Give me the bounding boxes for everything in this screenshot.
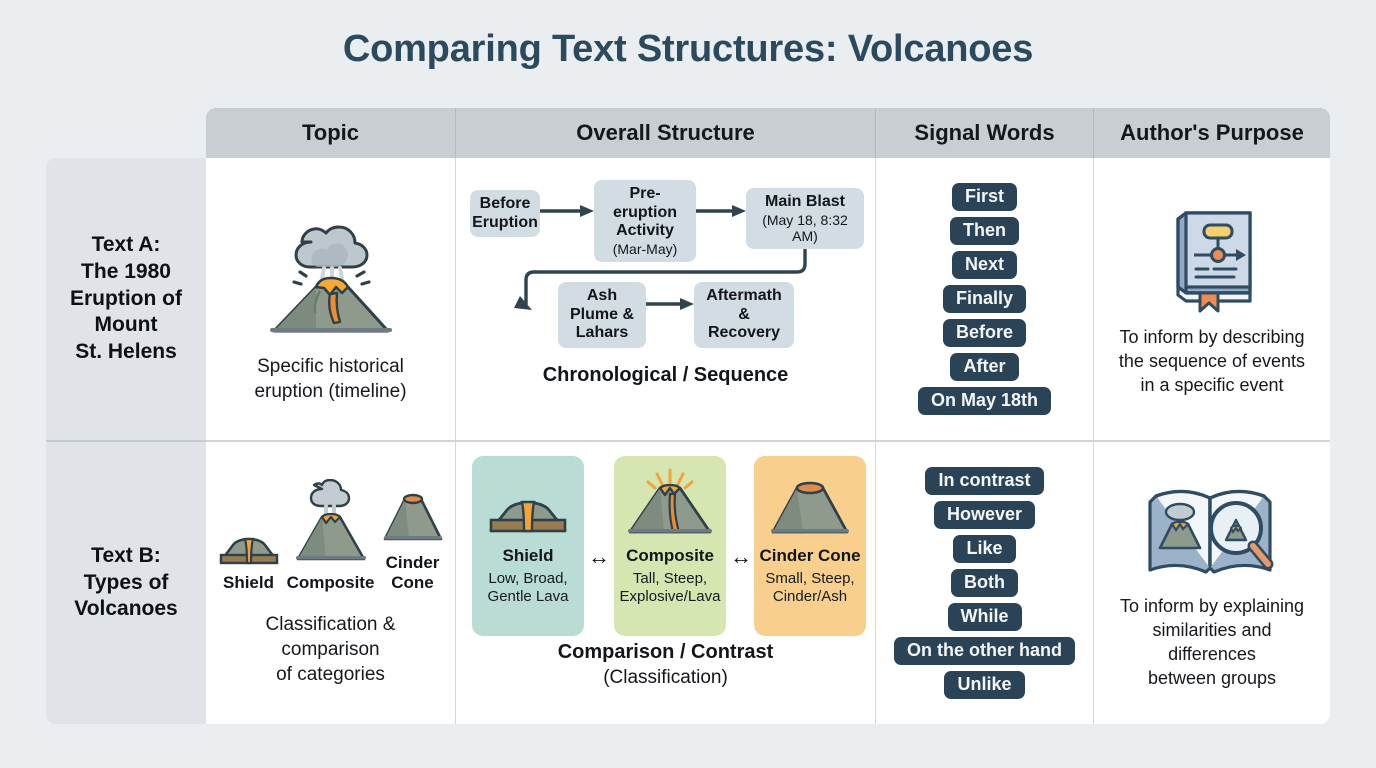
mini-composite-label: Composite: [286, 573, 375, 593]
flow-step-2: Pre-eruption Activity (Mar-May): [594, 180, 696, 262]
compare-box-composite: Composite Tall, Steep, Explosive/Lava: [614, 456, 726, 636]
topic-caption-text-b: Classification & comparison of categorie…: [265, 613, 396, 685]
compare-title-shield: Shield: [502, 546, 554, 565]
page-title: Comparing Text Structures: Volcanoes: [342, 28, 1034, 70]
structure-caption-text-b: Comparison / Contrast (Classification): [462, 640, 869, 690]
column-header-structure: Overall Structure: [456, 108, 876, 158]
flow-step-2-sub: (Mar-May): [612, 240, 678, 257]
erupting-volcano-icon: [256, 194, 406, 344]
cell-signal-words-text-a: First Then Next Finally Before After On …: [876, 158, 1094, 440]
row-label-divider: [46, 440, 206, 442]
table-cells: Specific historical eruption (timeline): [206, 158, 1330, 724]
signal-word-chip: Next: [951, 251, 1017, 279]
structure-caption-text-a: Chronological / Sequence: [462, 363, 869, 388]
shield-volcano-icon: [219, 537, 278, 565]
flow-step-1-title: Before Eruption: [472, 195, 538, 231]
flow-step-4-title: Ash Plume & Lahars: [569, 287, 634, 342]
column-header-topic: Topic: [206, 108, 456, 158]
compare-box-shield: Shield Low, Broad, Gentle Lava: [472, 456, 584, 636]
cell-authors-purpose-text-b: To inform by explaining similarities and…: [1094, 442, 1330, 724]
flow-step-4: Ash Plume & Lahars: [558, 282, 646, 348]
mini-shield: Shield: [212, 505, 286, 593]
structure-caption-main: Comparison / Contrast: [557, 641, 774, 663]
comparison-table: Topic Overall Structure Signal Words Aut…: [46, 108, 1330, 724]
row-label-column: Text A: The 1980 Eruption of Mount St. H…: [46, 158, 206, 724]
signal-word-chip: Before: [942, 319, 1026, 347]
signal-word-chip: Like: [953, 535, 1016, 563]
signal-word-chip: On May 18th: [917, 387, 1052, 415]
flow-step-5: Aftermath & Recovery: [694, 282, 794, 348]
mini-cinder: Cinder Cone: [376, 481, 450, 594]
table-header-row: Topic Overall Structure Signal Words Aut…: [206, 108, 1330, 158]
cell-structure-text-a: Before Eruption Pre-eruption Activity (M…: [456, 158, 876, 440]
compare-title-cinder-cone: Cinder Cone: [759, 546, 861, 565]
topic-caption-text-a: Specific historical eruption (timeline): [254, 355, 407, 402]
column-header-authors-purpose: Author's Purpose: [1120, 120, 1304, 145]
column-header-signal-words: Signal Words: [876, 108, 1094, 158]
compare-desc-composite: Tall, Steep, Explosive/Lava: [619, 570, 721, 606]
flow-step-3-title: Main Blast: [764, 193, 845, 210]
structure-caption-main: Chronological / Sequence: [542, 364, 789, 386]
compare-desc-cinder-cone: Small, Steep, Cinder/Ash: [765, 570, 855, 606]
table-row: Specific historical eruption (timeline): [206, 158, 1330, 440]
cell-topic-text-b: Shield: [206, 442, 456, 724]
cell-authors-purpose-text-a: To inform by describing the sequence of …: [1094, 158, 1330, 440]
signal-word-chip: Then: [950, 217, 1019, 245]
compare-desc-shield: Low, Broad, Gentle Lava: [487, 570, 569, 606]
cell-signal-words-text-b: In contrast However Like Both While On t…: [876, 442, 1094, 724]
mini-composite: Composite: [287, 479, 374, 593]
table-row: Shield: [206, 442, 1330, 724]
closed-book-timeline-icon: [1156, 201, 1268, 313]
cinder-cone-volcano-icon: [767, 466, 853, 538]
signal-word-chip: Both: [951, 569, 1018, 597]
open-book-magnifier-icon: [1146, 476, 1278, 582]
cell-structure-text-b: Shield Low, Broad, Gentle Lava ↔: [456, 442, 876, 724]
signal-word-chip: While: [947, 603, 1022, 631]
structure-caption-sub: (Classification): [603, 667, 728, 688]
purpose-text-b: To inform by explaining similarities and…: [1119, 595, 1305, 689]
flow-step-3: Main Blast (May 18, 8:32 AM): [746, 188, 864, 249]
flow-step-5-title: Aftermath & Recovery: [706, 287, 782, 342]
compare-arrow-1: ↔: [588, 544, 610, 569]
signal-word-chip: However: [933, 501, 1036, 529]
flow-step-3-sub: (May 18, 8:32 AM): [762, 211, 848, 244]
mini-cinder-label: Cinder Cone: [385, 552, 440, 593]
signal-word-chip: Finally: [942, 285, 1026, 313]
row-label-text-b: Text B: Types of Volcanoes: [74, 543, 178, 621]
flow-step-2-title: Pre-eruption Activity: [613, 185, 677, 240]
composite-volcano-icon: [295, 479, 366, 561]
row-label-text-a: Text A: The 1980 Eruption of Mount St. H…: [70, 232, 182, 364]
mini-shield-label: Shield: [222, 573, 274, 593]
cell-topic-text-a: Specific historical eruption (timeline): [206, 158, 456, 440]
signal-word-list-text-b: In contrast However Like Both While On t…: [882, 448, 1087, 718]
compare-arrow-2: ↔: [730, 544, 752, 569]
compare-box-cinder-cone: Cinder Cone Small, Steep, Cinder/Ash: [754, 456, 866, 636]
compare-title-composite: Composite: [626, 546, 714, 565]
chronological-flow-diagram: Before Eruption Pre-eruption Activity (M…: [462, 164, 869, 434]
table-body: Text A: The 1980 Eruption of Mount St. H…: [46, 158, 1330, 724]
signal-word-chip: In contrast: [925, 467, 1044, 495]
signal-word-chip: On the other hand: [894, 637, 1075, 665]
flow-step-1: Before Eruption: [470, 190, 540, 238]
purpose-text-a: To inform by describing the sequence of …: [1118, 326, 1306, 396]
signal-word-list-text-a: First Then Next Finally Before After On …: [882, 164, 1087, 434]
signal-word-chip: Unlike: [944, 671, 1025, 699]
composite-volcano-icon: [624, 466, 716, 538]
signal-word-chip: After: [950, 353, 1019, 381]
row-divider: [206, 440, 1330, 442]
shield-volcano-icon: [485, 466, 571, 538]
cinder-cone-volcano-icon: [383, 493, 442, 541]
signal-word-chip: First: [951, 183, 1017, 211]
three-volcano-types-icon: Shield: [212, 479, 450, 593]
comparison-contrast-diagram: Shield Low, Broad, Gentle Lava ↔: [462, 448, 869, 718]
